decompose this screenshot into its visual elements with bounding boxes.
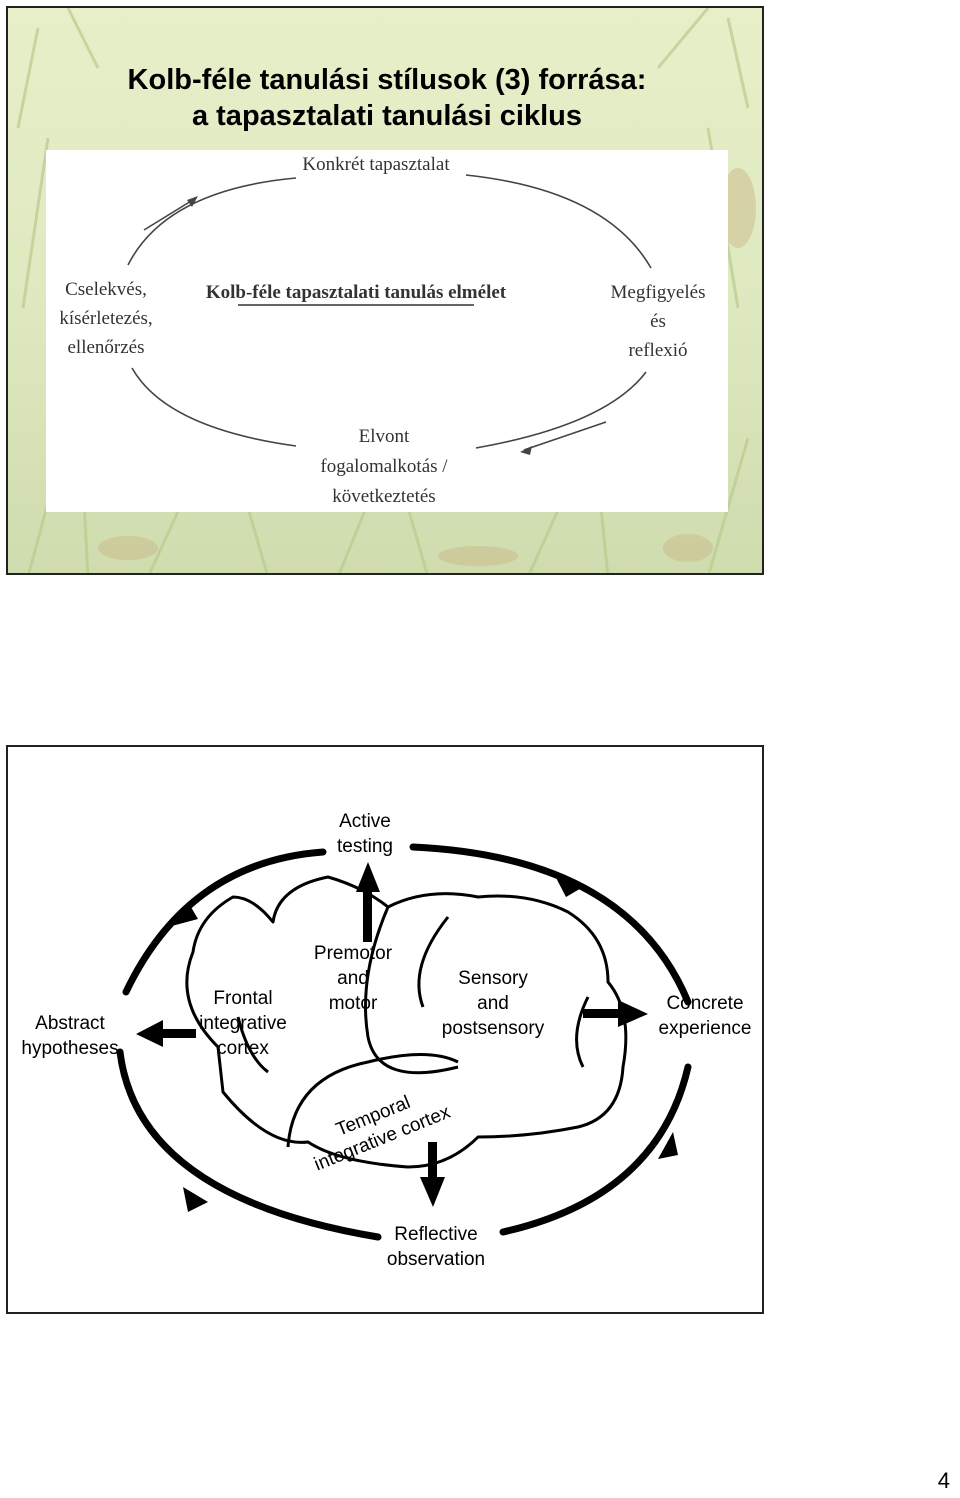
slide-kolb-cycle: Kolb-féle tanulási stílusok (3) forrása:… (6, 6, 764, 575)
label-reflective-1: Reflective (394, 1224, 477, 1245)
arrow-up-head (356, 862, 380, 892)
label-premotor-2: and (337, 968, 369, 989)
sulcus-right (575, 996, 590, 1068)
arc-bottom-left (131, 367, 297, 447)
label-concrete-2: experience (659, 1018, 752, 1039)
cycle-arc-bottom-right (499, 1063, 692, 1236)
arrow-left-head (136, 1020, 163, 1047)
label-right-3: reflexió (628, 340, 687, 361)
label-premotor-3: motor (329, 993, 378, 1014)
label-sensory-2: and (477, 993, 509, 1014)
label-top: Konkrét tapasztalat (302, 154, 450, 175)
page-number: 4 (937, 1468, 950, 1493)
brain-outline (185, 875, 628, 1169)
cycle-arrowhead-bottomleft (183, 1187, 208, 1212)
arrow-top-left (143, 197, 197, 231)
cycle-arrowhead-topright (553, 872, 583, 897)
slide-title-line2: a tapasztalati tanulási ciklus (191, 100, 583, 132)
label-frontal-2: integrative (199, 1013, 287, 1034)
slide-title-line1: Kolb-féle tanulási stílusok (3) forrása: (127, 64, 647, 96)
cycle-arc-bottom-left (116, 1048, 382, 1241)
label-left-1: Cselekvés, (65, 279, 147, 300)
arc-top-left (127, 177, 297, 266)
label-abstract-1: Abstract (35, 1013, 105, 1034)
cycle-arrowhead-bottomright (658, 1132, 678, 1159)
arrow-right-shaft (583, 1009, 623, 1018)
label-bottom-3: következtetés (332, 486, 435, 507)
label-abstract-2: hypotheses (21, 1038, 118, 1059)
arc-top-right (465, 174, 652, 269)
label-reflective-2: observation (387, 1249, 485, 1270)
kolb-cycle-panel: Konkrét tapasztalat Kolb-féle tapasztala… (46, 150, 728, 512)
label-left-2: kísérletezés, (59, 308, 152, 329)
sulcus-upper (417, 916, 450, 1008)
label-active-2: testing (337, 836, 393, 857)
cycle-arrowhead-topleft (168, 902, 198, 927)
cycle-arc-top-right (409, 843, 692, 1006)
label-frontal-3: cortex (217, 1038, 269, 1059)
label-bottom-2: fogalomalkotás / (320, 456, 448, 477)
arc-bottom-right (475, 371, 647, 449)
cycle-arc-top-left (122, 848, 327, 996)
arrow-right-head (618, 1000, 648, 1027)
label-sensory-1: Sensory (458, 968, 528, 989)
label-sensory-3: postsensory (442, 1018, 545, 1039)
arrow-down-shaft (428, 1142, 437, 1182)
sulcus-frontal (236, 1016, 269, 1074)
slide-brain-cycle: Active testing Concrete experience Refle… (6, 745, 764, 1314)
label-concrete-1: Concrete (666, 993, 743, 1014)
label-left-3: ellenőrzés (67, 337, 144, 358)
arrow-bottom-right (523, 421, 607, 451)
arrow-up-shaft (363, 887, 372, 942)
arrow-down-head (420, 1177, 445, 1207)
arrowhead-bottom-right (520, 446, 532, 455)
brain-learning-cycle-diagram: Active testing Concrete experience Refle… (21, 811, 752, 1270)
label-bottom-1: Elvont (359, 426, 410, 447)
label-right-1: Megfigyelés (611, 282, 706, 303)
kolb-cycle-diagram: Konkrét tapasztalat Kolb-féle tapasztala… (59, 154, 706, 507)
label-right-2: és (650, 311, 666, 332)
label-premotor-1: Premotor (314, 943, 393, 964)
central-sulcus (364, 906, 459, 1075)
label-frontal-1: Frontal (213, 988, 272, 1009)
arrowhead-top-left (187, 196, 198, 207)
temporal-lobe-outline (286, 1053, 459, 1148)
label-active-1: Active (339, 811, 391, 832)
arrow-left-shaft (158, 1029, 196, 1038)
cycle-center-title: Kolb-féle tapasztalati tanulás elmélet (206, 282, 507, 303)
